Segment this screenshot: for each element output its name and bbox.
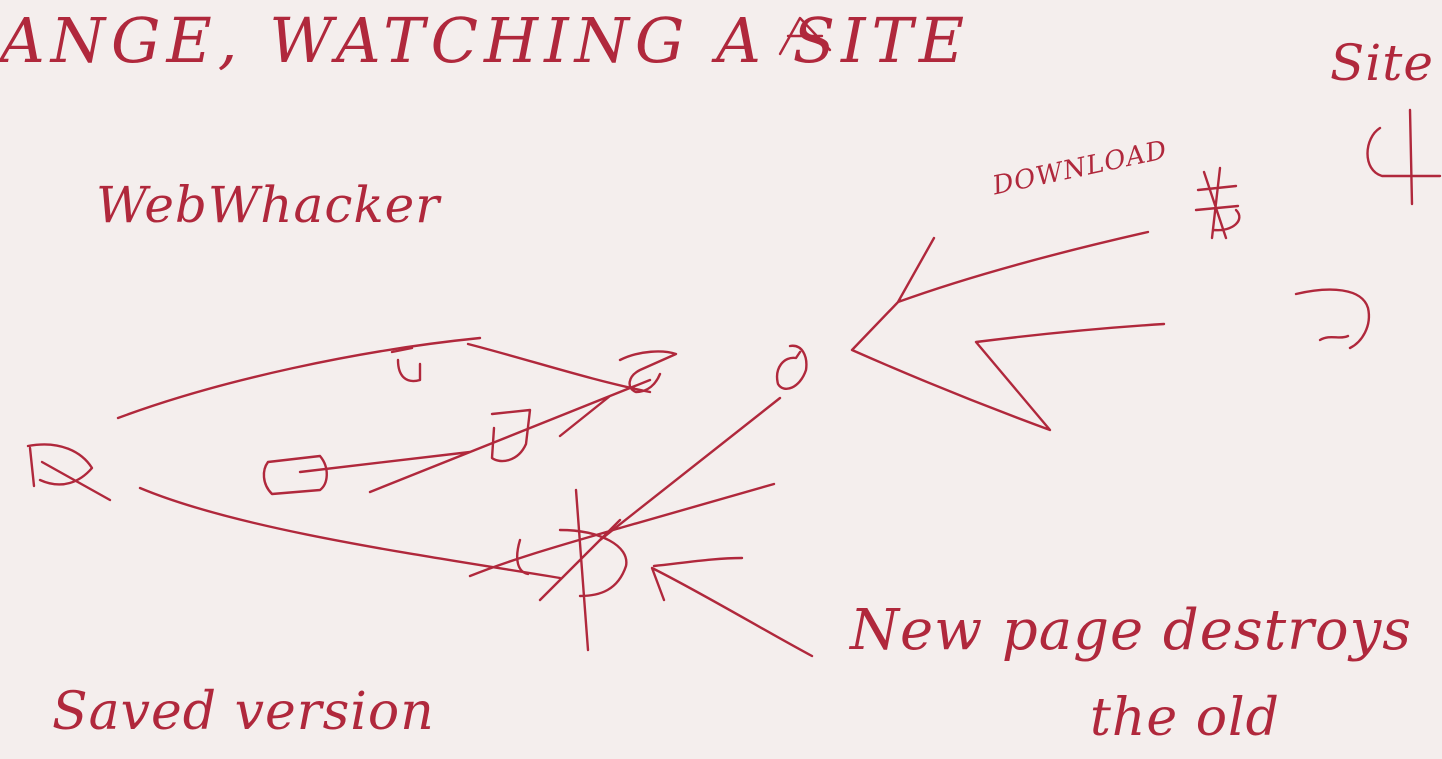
- new-page-label-2: the old: [1090, 688, 1280, 748]
- new-page-label: New page destroys: [850, 598, 1412, 663]
- arc-top: [116, 336, 482, 420]
- right-doodle-box: [1366, 108, 1442, 206]
- node-left: [262, 454, 328, 496]
- ink-strokes: [26, 16, 1442, 658]
- node-right: [618, 350, 678, 394]
- node-far: [775, 344, 808, 390]
- arc-top-right: [466, 342, 652, 394]
- arc-bottom: [138, 486, 562, 580]
- node-start: [26, 443, 112, 502]
- link-lines: [298, 378, 782, 542]
- right-doodle-squiggle: [1294, 288, 1371, 350]
- node-top: [390, 346, 422, 383]
- saved-version-label: Saved version: [52, 682, 435, 742]
- new-page-arrow: [650, 556, 814, 658]
- node-mid: [490, 408, 532, 463]
- node-saved: [468, 488, 628, 652]
- app-name-label: WebWhacker: [96, 176, 441, 234]
- star-doodle: [1194, 166, 1241, 240]
- download-arrow: [850, 230, 1166, 432]
- heading-right-text: Site: [1330, 34, 1434, 92]
- heading-a-mark: [778, 16, 832, 56]
- heading-text: ANGE, WATCHING A SITE: [0, 4, 971, 77]
